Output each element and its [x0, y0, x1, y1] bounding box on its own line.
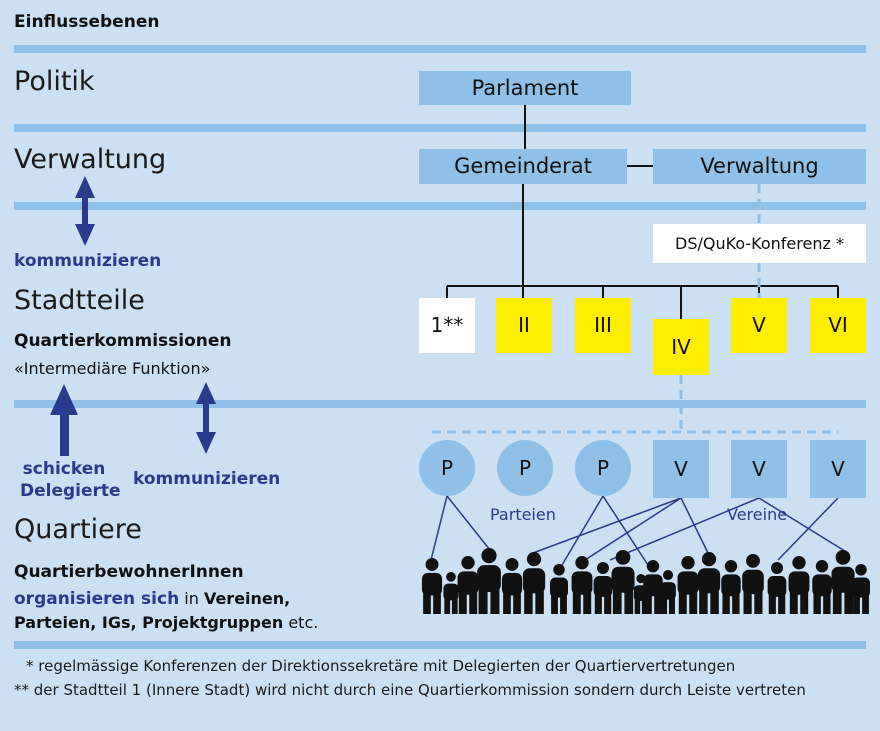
- konferenz-box: DS/QuKo-Konferenz *: [653, 224, 866, 263]
- double-arrow-icon: [75, 176, 95, 246]
- level-politik: Politik: [14, 66, 95, 97]
- district-box-6: VI: [810, 298, 866, 353]
- district-box-2: II: [496, 298, 552, 353]
- organisieren-line: organisieren sich in Vereinen,: [14, 589, 290, 609]
- intermediaer-label: «Intermediäre Funktion»: [14, 359, 211, 378]
- district-box-5: V: [731, 298, 787, 353]
- party-circle: P: [575, 440, 631, 496]
- kommunizieren-label: kommunizieren: [133, 469, 281, 489]
- band: [14, 400, 866, 408]
- parteien-igs-text: Parteien, IGs, Projektgruppen: [14, 613, 284, 632]
- footnote-2: ** der Stadtteil 1 (Innere Stadt) wird n…: [14, 681, 806, 699]
- parteien-line: Parteien, IGs, Projektgruppen etc.: [14, 613, 318, 632]
- schicken-line: schicken: [22, 459, 106, 479]
- quartierkommissionen-label: Quartierkommissionen: [14, 331, 232, 351]
- org-connectors: [446, 105, 839, 319]
- district-box-3: III: [575, 298, 631, 353]
- vereine-label: Vereine: [727, 505, 788, 524]
- level-stadtteile: Stadtteile: [14, 285, 145, 316]
- parteien-label: Parteien: [490, 505, 556, 524]
- band: [14, 124, 866, 132]
- quartierbewohner-label: QuartierbewohnerInnen: [14, 562, 244, 582]
- band: [14, 641, 866, 649]
- gemeinderat-box: Gemeinderat: [419, 149, 627, 184]
- kommunizieren-label: kommunizieren: [14, 251, 162, 271]
- verwaltung-box: Verwaltung: [653, 149, 866, 184]
- arrows: [50, 176, 216, 456]
- district-box-4: IV: [653, 319, 709, 375]
- party-circle: P: [419, 440, 475, 496]
- level-quartiere: Quartiere: [14, 514, 142, 545]
- organisieren-text: organisieren sich: [14, 589, 180, 609]
- band: [14, 202, 866, 210]
- membership-lines: [430, 495, 849, 566]
- crowd-icon: [421, 548, 870, 614]
- band: [14, 45, 866, 53]
- party-circle: P: [497, 440, 553, 496]
- parlament-box: Parlament: [419, 71, 631, 105]
- up-arrow-icon: [50, 384, 78, 456]
- district-box-1: 1**: [419, 298, 475, 353]
- association-box: V: [731, 440, 787, 498]
- association-box: V: [810, 440, 866, 498]
- delegierte-line: Delegierte: [20, 481, 121, 501]
- in-text: in: [179, 589, 204, 608]
- diagram-title: Einflussebenen: [14, 12, 160, 32]
- footnote-1: * regelmässige Konferenzen der Direktion…: [26, 657, 736, 675]
- dashed-links: [432, 184, 838, 434]
- double-arrow-icon: [196, 382, 216, 454]
- etc-text: etc.: [283, 613, 319, 632]
- association-box: V: [653, 440, 709, 498]
- vereinen-text: Vereinen,: [203, 589, 291, 608]
- level-verwaltung: Verwaltung: [14, 144, 167, 175]
- schicken-delegierte-label: schicken Delegierte: [20, 458, 121, 502]
